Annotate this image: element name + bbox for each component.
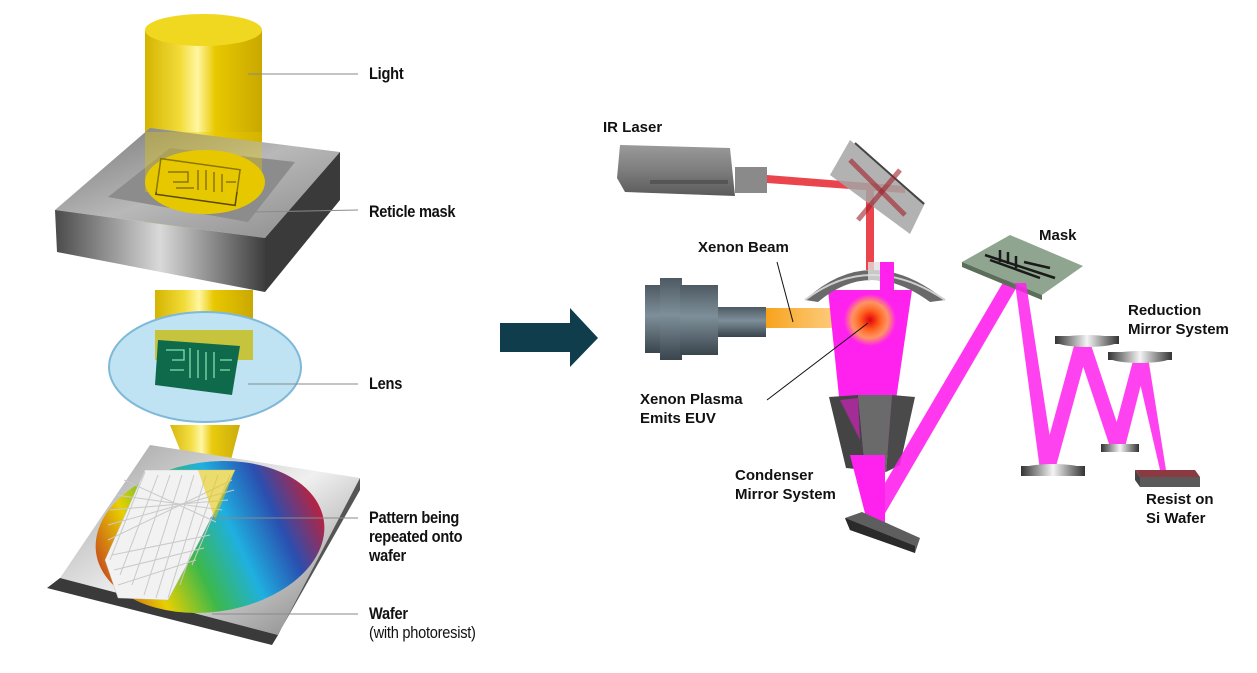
label-plasma-line2: Emits EUV: [640, 410, 716, 427]
collector-dome: [804, 262, 946, 302]
label-wafer: Wafer (with photoresist): [369, 604, 476, 642]
condenser-mirror: [829, 395, 915, 472]
ir-laser: [617, 145, 767, 196]
label-condenser-line1: Condenser: [735, 467, 814, 484]
label-pattern: Pattern being repeated onto wafer: [369, 508, 463, 565]
label-reticle-mask: Reticle mask: [369, 202, 456, 221]
optical-lithography-diagram: [47, 14, 360, 645]
label-light: Light: [369, 64, 404, 83]
xenon-plasma: [844, 294, 896, 346]
label-condenser: Condenser Mirror System: [735, 466, 836, 504]
label-resist: Resist on Si Wafer: [1146, 490, 1214, 528]
xenon-nozzle: [645, 278, 766, 360]
label-resist-line2: Si Wafer: [1146, 510, 1206, 527]
label-mask: Mask: [1039, 227, 1077, 244]
lens: [108, 311, 302, 423]
label-condenser-line2: Mirror System: [735, 486, 836, 503]
label-pattern-line2: repeated onto: [369, 527, 463, 546]
leader-lines-right: [766, 261, 869, 401]
label-reduction-line1: Reduction: [1128, 302, 1202, 319]
wafer: [47, 445, 360, 645]
label-resist-line1: Resist on: [1146, 491, 1214, 508]
fold-mirror: [845, 512, 920, 553]
label-wafer-title: Wafer: [369, 604, 408, 623]
label-xenon-plasma: Xenon Plasma Emits EUV: [640, 390, 743, 428]
reticle-mask: [55, 128, 340, 292]
label-pattern-line1: Pattern being: [369, 508, 460, 527]
right-arrow-icon: [500, 308, 598, 367]
reduction-mirrors: [1021, 335, 1172, 476]
label-plasma-line1: Xenon Plasma: [640, 391, 743, 408]
reduction-beams: [1015, 283, 1166, 470]
label-lens: Lens: [369, 374, 403, 393]
euv-lithography-diagram: [617, 140, 1200, 553]
euv-beam-to-mask: [862, 274, 1022, 522]
label-reduction: Reduction Mirror System: [1128, 301, 1229, 339]
label-wafer-sub: (with photoresist): [369, 623, 476, 642]
label-pattern-line3: wafer: [369, 546, 406, 565]
si-wafer: [1135, 470, 1200, 487]
label-reduction-line2: Mirror System: [1128, 321, 1229, 338]
leader-lines: [210, 73, 359, 615]
label-xenon-beam: Xenon Beam: [698, 239, 789, 256]
turning-mirror: [830, 140, 925, 234]
label-ir-laser: IR Laser: [603, 119, 663, 136]
